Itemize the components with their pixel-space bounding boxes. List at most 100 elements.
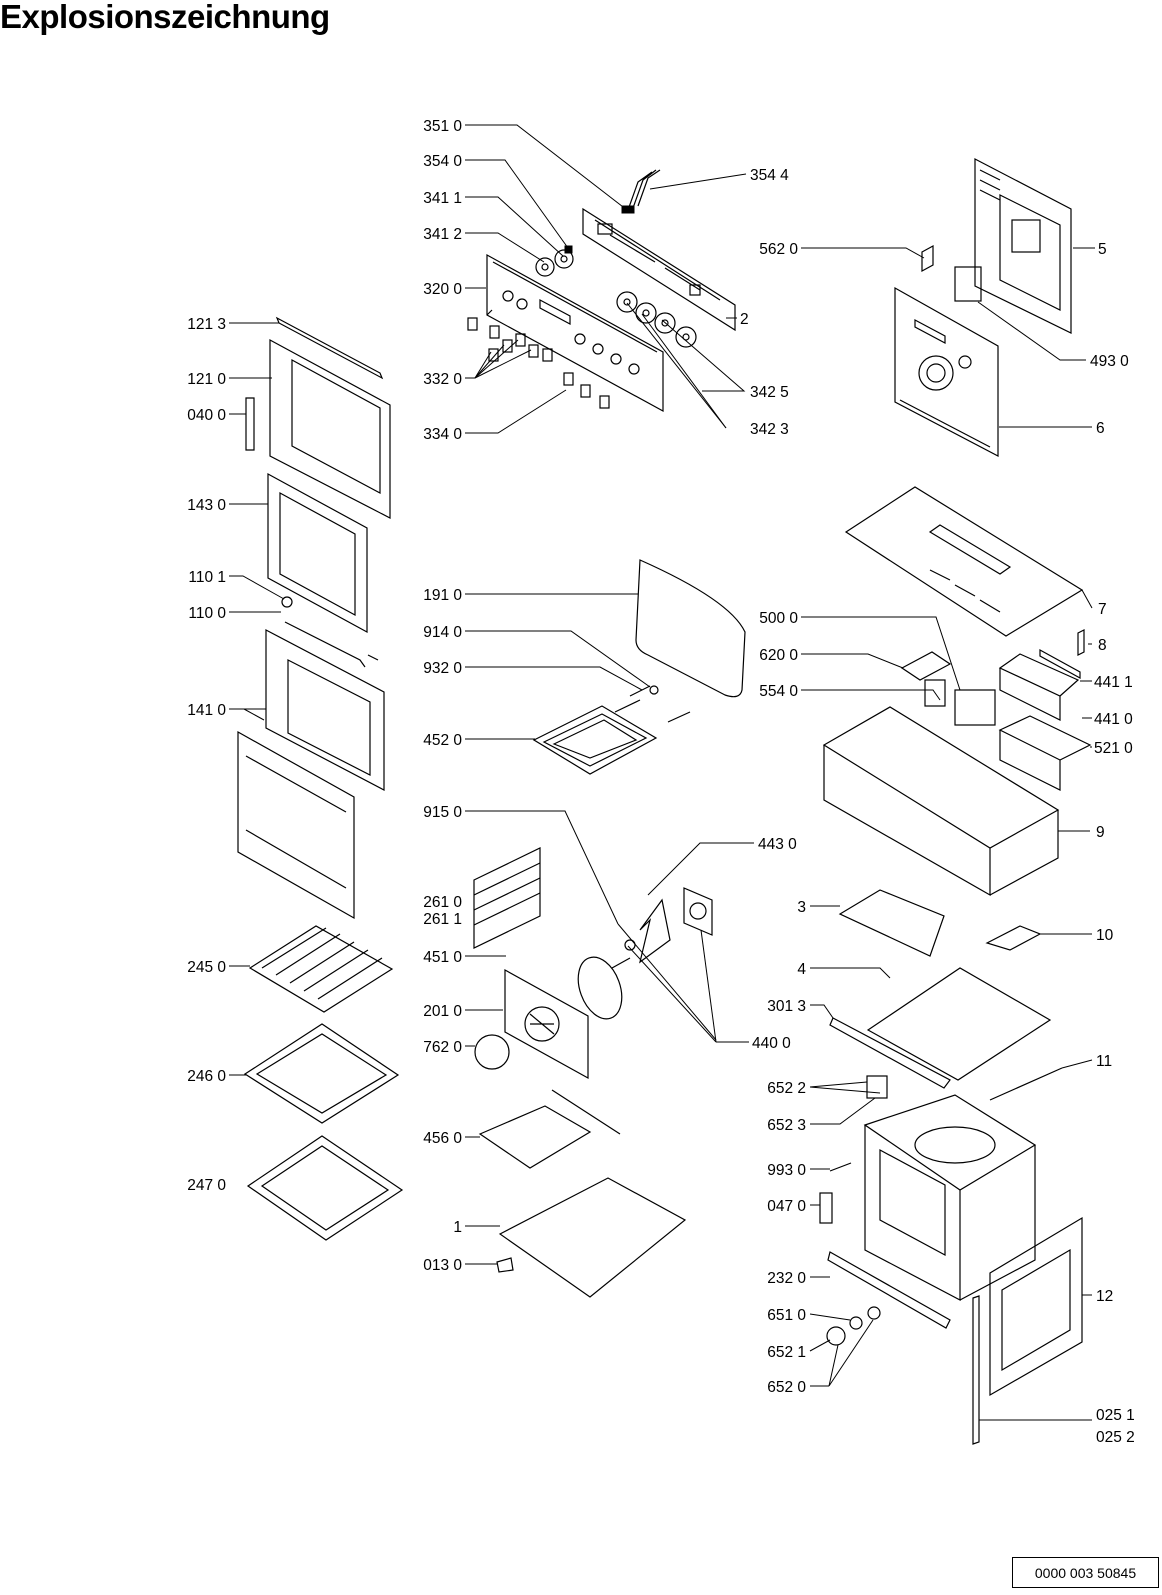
label-652-0: 652 0 [767, 1379, 806, 1396]
label-354-0: 354 0 [423, 153, 462, 170]
lamp-socket [849, 1316, 863, 1330]
door-trim-strip [275, 316, 384, 380]
label-247-0: 247 0 [187, 1177, 226, 1194]
label-141-0: 141 0 [187, 702, 226, 719]
label-110-0: 110 0 [188, 605, 226, 622]
base-plate [498, 1177, 687, 1298]
lamp-housing [866, 1075, 888, 1099]
outer-door-frame [269, 338, 391, 519]
foot [496, 1257, 514, 1273]
label-932-0: 932 0 [423, 660, 462, 677]
label-232-0: 232 0 [767, 1270, 806, 1287]
door-glass-panels [237, 629, 385, 920]
control-board [582, 207, 736, 332]
label-025-1: 025 1 [1096, 1407, 1135, 1424]
clip [1077, 629, 1085, 656]
inner-door-frame [267, 472, 368, 634]
door-seal-wire [284, 621, 379, 668]
convection-fan [624, 887, 713, 964]
power-module [998, 715, 1092, 791]
label-11: 11 [1096, 1053, 1112, 1070]
spring [629, 685, 651, 697]
insulation-plate [866, 967, 1052, 1081]
label-554-0: 554 0 [759, 683, 798, 700]
label-651-0: 651 0 [767, 1307, 806, 1324]
side-bracket [838, 889, 945, 957]
label-191-0: 191 0 [423, 587, 462, 604]
label-040-0: 040 0 [187, 407, 226, 424]
label-341-1: 341 1 [423, 190, 462, 207]
label-110-1: 110 1 [188, 569, 226, 586]
label-342-3: 342 3 [750, 421, 789, 438]
label-9: 9 [1096, 824, 1105, 841]
fan-cover [504, 968, 589, 1080]
terminal-block [985, 925, 1042, 951]
relay-module [900, 651, 996, 726]
ring-heating-element [577, 956, 631, 1020]
document-number: 0000 003 50845 [1034, 1564, 1137, 1581]
hinge-bracket [819, 1192, 833, 1224]
front-strip [827, 1251, 951, 1329]
small-clip [564, 245, 573, 254]
part-sketches [237, 158, 1092, 1445]
lamp-glass [867, 1306, 881, 1320]
label-451-0: 451 0 [423, 949, 462, 966]
label-10: 10 [1096, 927, 1114, 944]
label-7: 7 [1098, 601, 1107, 618]
fan-motor-box [954, 266, 982, 302]
round-cover-plate [474, 1034, 510, 1070]
rear-cover-panel [974, 158, 1072, 334]
label-351-0: 351 0 [423, 118, 462, 135]
deep-tray [246, 1135, 404, 1241]
part-labels: 351 0 354 0 341 1 341 2 320 0 332 0 334 … [187, 118, 1135, 1446]
side-racks [473, 847, 541, 949]
label-354-4: 354 4 [750, 167, 789, 184]
page-title: Explosionszeichnung [0, 0, 330, 35]
label-4: 4 [797, 961, 806, 978]
label-341-2: 341 2 [423, 226, 462, 243]
label-441-0: 441 0 [1094, 711, 1133, 728]
label-443-0: 443 0 [758, 836, 797, 853]
label-1: 1 [453, 1219, 462, 1236]
leader-lines [229, 124, 1095, 1421]
label-301-3: 301 3 [767, 998, 806, 1015]
document-number-box: 0000 003 50845 [1012, 1557, 1159, 1588]
label-3: 3 [797, 899, 806, 916]
rail-strip [829, 1017, 951, 1089]
label-246-0: 246 0 [187, 1068, 226, 1085]
tangential-fan [998, 648, 1081, 721]
label-261-0: 261 0 [423, 894, 462, 911]
selector-discs [535, 249, 574, 277]
bottom-heating-element [478, 1089, 621, 1169]
lamp-cover [826, 1326, 846, 1346]
label-762-0: 762 0 [423, 1039, 462, 1056]
label-12: 12 [1096, 1288, 1113, 1305]
control-panel-frame [486, 253, 664, 413]
door-hinge [245, 397, 255, 451]
label-047-0: 047 0 [767, 1198, 806, 1215]
label-332-0: 332 0 [423, 371, 462, 388]
label-8: 8 [1098, 637, 1107, 654]
label-652-3: 652 3 [767, 1117, 806, 1134]
top-cover [844, 486, 1084, 637]
oven-cavity [863, 1094, 1037, 1301]
label-5: 5 [1098, 241, 1107, 258]
label-245-0: 245 0 [187, 959, 226, 976]
baking-tray [243, 1023, 400, 1124]
side-panel [989, 1216, 1083, 1397]
label-121-3: 121 3 [187, 316, 226, 333]
bracket [921, 244, 934, 273]
rear-wall [894, 286, 999, 457]
bottom-frame [822, 706, 1060, 897]
label-441-1: 441 1 [1094, 674, 1133, 691]
label-320-0: 320 0 [423, 281, 462, 298]
label-620-0: 620 0 [759, 647, 798, 664]
label-521-0: 521 0 [1094, 740, 1133, 757]
label-915-0: 915 0 [423, 804, 462, 821]
control-discs [616, 291, 697, 348]
label-025-2: 025 2 [1096, 1429, 1135, 1446]
label-500-0: 500 0 [759, 610, 798, 627]
side-rail [972, 1295, 980, 1445]
label-342-5: 342 5 [750, 384, 789, 401]
